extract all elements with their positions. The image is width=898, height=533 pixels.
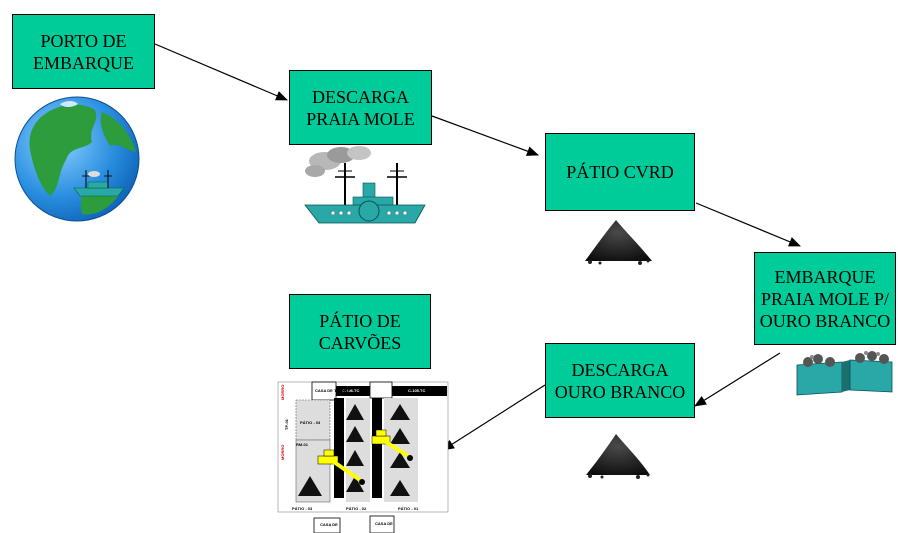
node-porto-de-embarque: PORTO DE EMBARQUE xyxy=(12,14,155,89)
yard-patio-02-label: PÁTIO - 02 xyxy=(346,506,367,511)
node-descarga-praia-mole: DESCARGA PRAIA MOLE xyxy=(289,70,432,145)
node-embarque-praia-mole-ouro-branco: EMBARQUE PRAIA MOLE P/ OURO BRANCO xyxy=(754,252,896,345)
yard-side-label-3: TP-01 xyxy=(284,418,289,430)
yard-patio-01-label: PÁTIO - 01 xyxy=(398,506,419,511)
node-patio-de-carvoes: PÁTIO DE CARVÕES xyxy=(289,294,431,369)
coal-pile-icon xyxy=(585,220,652,265)
yard-casa-bottom-1: CASA DE xyxy=(320,522,338,527)
rail-wagons-icon xyxy=(796,351,893,396)
yard-side-label-2: MORRO xyxy=(280,445,285,460)
yard-rm-label: RM-01 xyxy=(296,442,309,447)
yard-conveyor-label-1: C-106.TC xyxy=(342,388,359,393)
arrow-porto-to-descarga-pm xyxy=(154,43,288,101)
yard-patio-03-label: PÁTIO - 03 xyxy=(292,506,313,511)
yard-casa-top-label: CASA DE TRANSF xyxy=(315,388,351,393)
yard-casa-bottom-2: CASA DE xyxy=(375,521,393,526)
node-descarga-ouro-branco: DESCARGA OURO BRANCO xyxy=(545,343,695,418)
coal-pile-icon xyxy=(586,434,650,479)
yard-conveyor-label-2: C-105.TC xyxy=(408,388,425,393)
arrow-embarque-to-descarga-ob xyxy=(694,352,781,407)
arrow-patio-cvrd-to-embarque xyxy=(695,202,801,247)
coal-yard-map-icon: C-106.TC C-105.TC CASA DE TRANSF PÁTIO -… xyxy=(277,381,449,533)
yard-patio-03-box-label: PÁTIO - 03 xyxy=(300,420,321,425)
arrow-descarga-pm-to-patio-cvrd xyxy=(431,115,539,156)
arrow-descarga-ob-to-patio-carvoes xyxy=(442,384,546,451)
node-patio-cvrd: PÁTIO CVRD xyxy=(545,133,695,211)
steamship-icon xyxy=(304,146,426,224)
globe-with-ship-icon xyxy=(14,96,140,222)
yard-side-label-1: MORRO xyxy=(280,385,285,400)
